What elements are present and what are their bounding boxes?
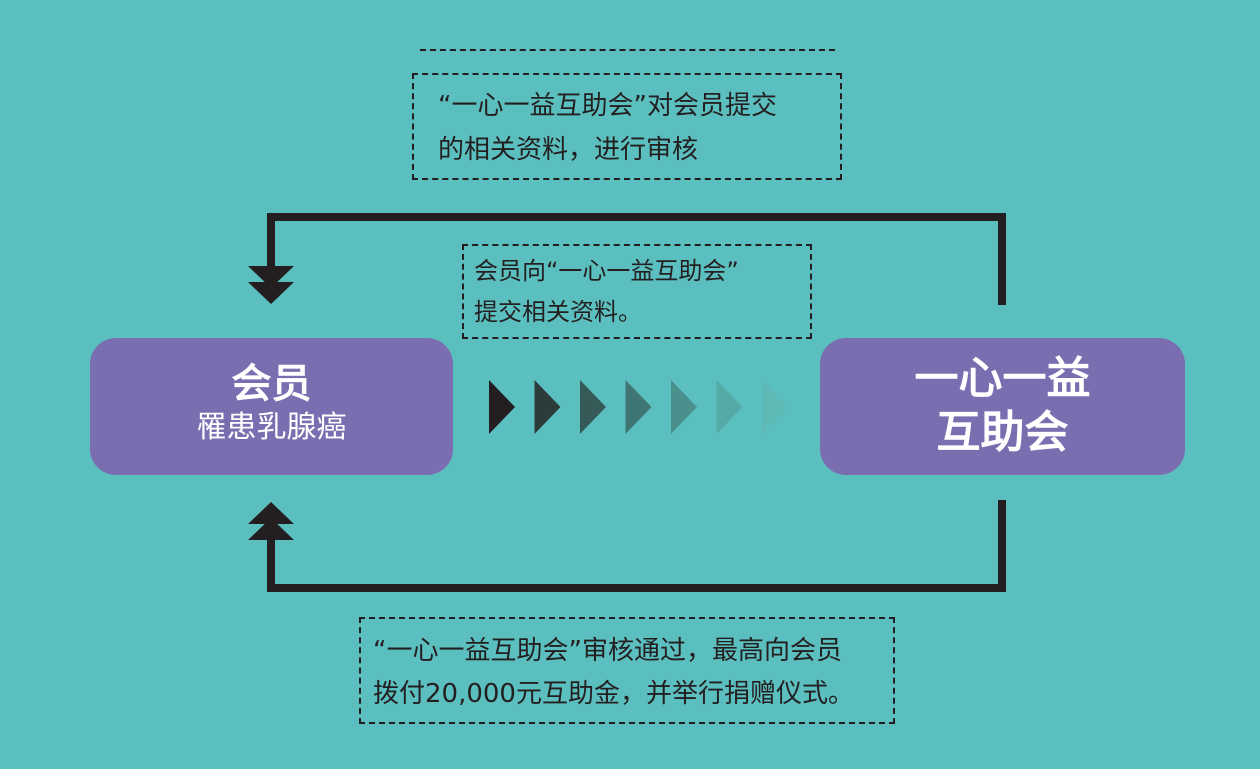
payout-note: “一心一益互助会”审核通过，最高向会员 拨付20,000元互助金，并举行捐赠仪式…	[359, 617, 895, 724]
review-note: “一心一益互助会”对会员提交 的相关资料，进行审核	[412, 73, 842, 180]
chevron-icon	[534, 380, 561, 434]
bottom-connector-line	[267, 500, 1006, 592]
chevron-icon	[671, 380, 697, 434]
up-arrow-icon	[248, 502, 294, 540]
review-note-line-1: “一心一益互助会”对会员提交	[438, 91, 777, 121]
down-arrow-icon	[248, 266, 294, 304]
chevron-icon	[762, 380, 788, 434]
chevron-icon	[716, 380, 743, 434]
decorative-dashed-line	[420, 49, 835, 51]
chevron-icon	[489, 380, 515, 434]
submit-note-line-1: 会员向“一心一益互助会”	[474, 257, 739, 285]
submit-note-line-2: 提交相关资料。	[474, 298, 642, 326]
chevron-icon	[625, 380, 652, 434]
top-connector-line	[267, 213, 1006, 305]
association-box: 一心一益 互助会	[820, 338, 1185, 475]
member-subtitle: 罹患乳腺癌	[196, 410, 347, 445]
association-name-line-2: 互助会	[936, 407, 1069, 458]
chevron-arrow-row	[489, 380, 788, 434]
member-title: 会员	[231, 361, 312, 407]
member-box: 会员 罹患乳腺癌	[90, 338, 453, 475]
association-name-line-1: 一心一益	[914, 353, 1091, 404]
chevron-icon	[580, 380, 606, 434]
review-note-line-2: 的相关资料，进行审核	[438, 135, 699, 165]
submit-note: 会员向“一心一益互助会” 提交相关资料。	[462, 244, 812, 339]
payout-note-line-1: “一心一益互助会”审核通过，最高向会员	[373, 636, 842, 666]
payout-note-line-2: 拨付20,000元互助金，并举行捐赠仪式。	[373, 679, 854, 709]
